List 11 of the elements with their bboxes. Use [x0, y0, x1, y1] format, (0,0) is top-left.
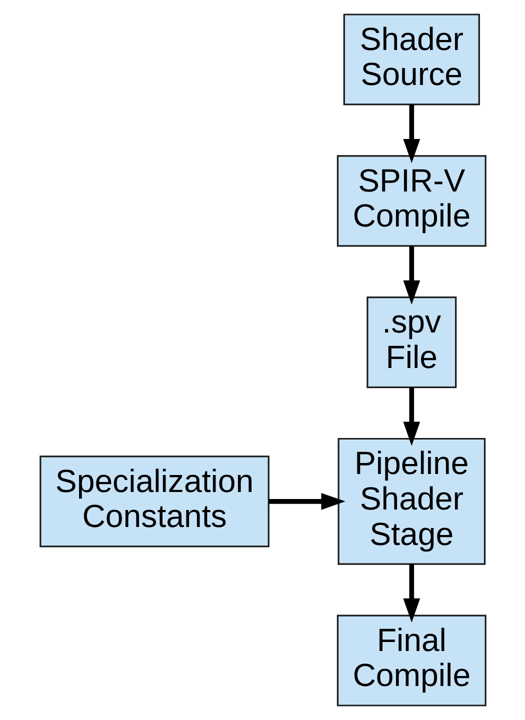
arrow [402, 564, 420, 623]
node-box: SPIR-V Compile [336, 155, 486, 247]
node-box: Shader Source [342, 14, 480, 106]
node-box: .spv File [366, 296, 456, 388]
node-box: Pipeline Shader Stage [337, 438, 486, 565]
arrow [268, 492, 345, 510]
node-box: Specialization Constants [39, 456, 269, 548]
arrow [402, 104, 420, 164]
arrow [402, 387, 420, 446]
node-box: Final Compile [336, 614, 486, 706]
arrow [402, 246, 420, 305]
